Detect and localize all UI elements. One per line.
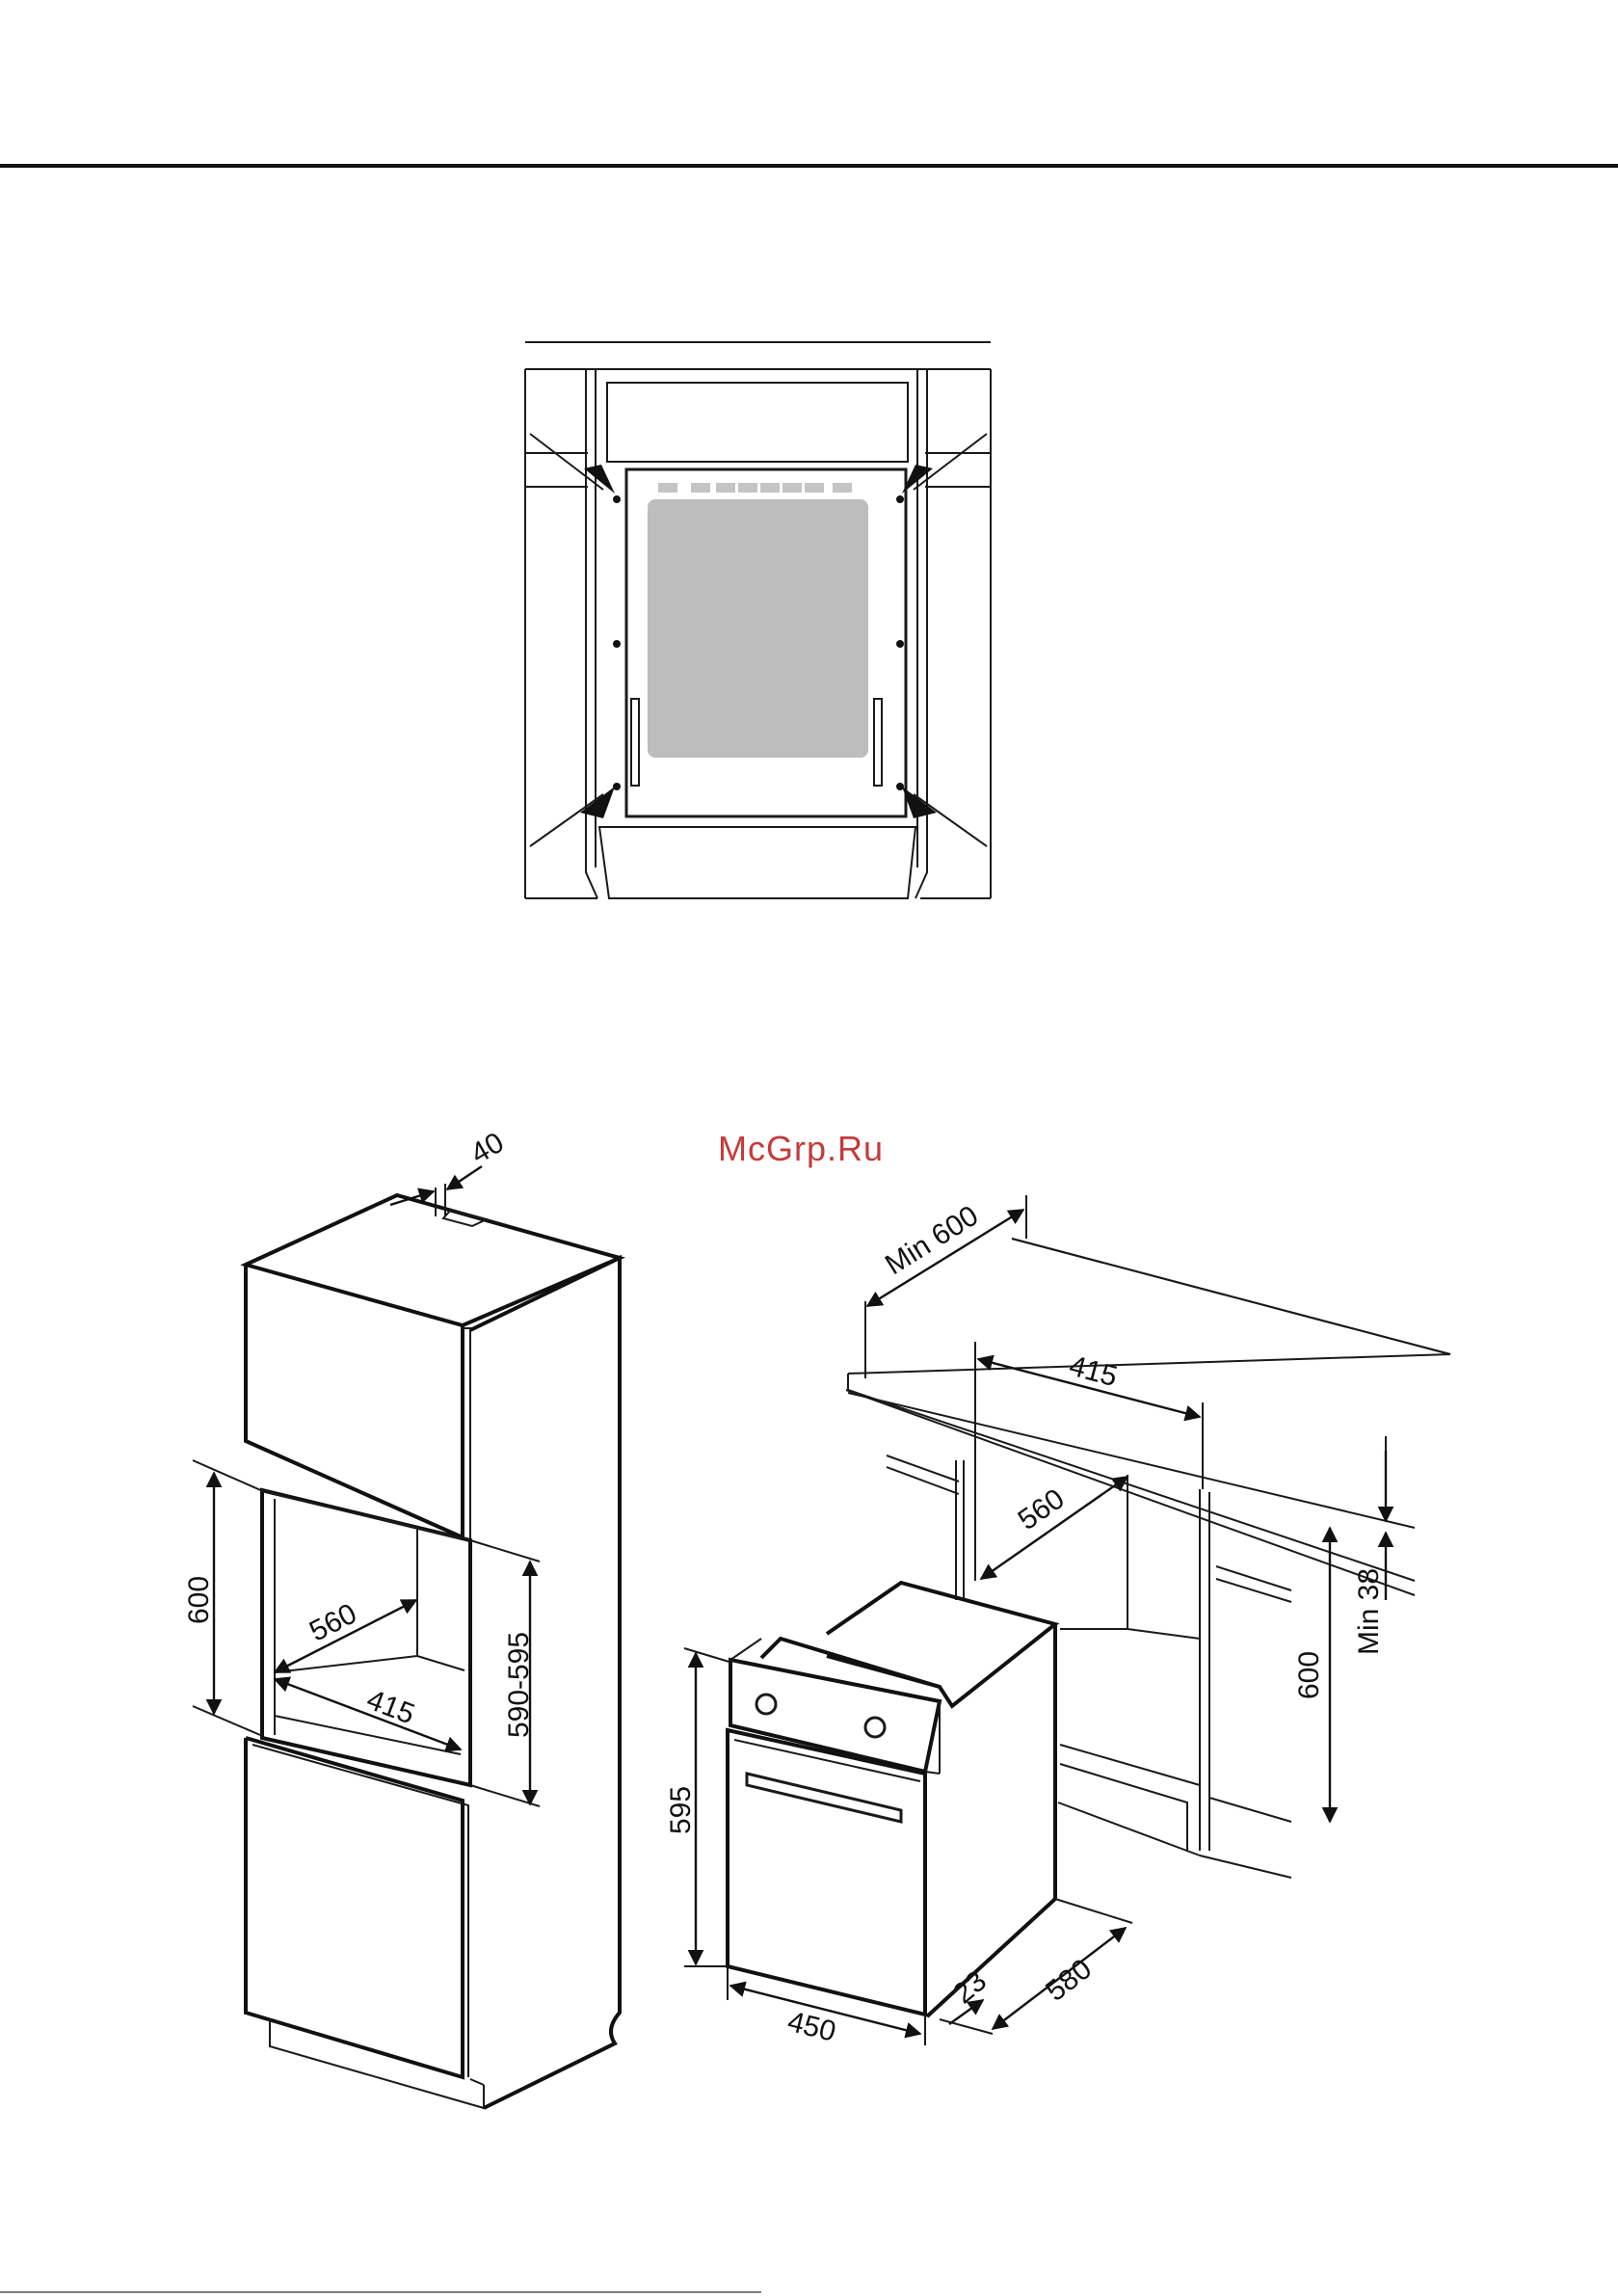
dim-415-niche-label: 415 <box>1066 1349 1121 1393</box>
dim-560-label: 560 <box>305 1597 362 1647</box>
control-slots <box>658 483 852 493</box>
oven-window <box>648 499 868 758</box>
dim-580-label: 580 <box>1040 1953 1098 2008</box>
dim-595-label: 595 <box>665 1786 697 1834</box>
knob-left-icon <box>756 1695 776 1714</box>
oven-unit-diagram: 595 450 23 580 <box>665 1583 1132 2048</box>
dim-600-niche-label: 600 <box>1293 1651 1325 1699</box>
dim-590-595-label: 590-595 <box>503 1632 535 1738</box>
door-handle <box>747 1774 901 1822</box>
tall-cabinet-diagram: 600 560 415 590-595 40 <box>183 1127 620 2108</box>
dim-min-38-label: Min 38 <box>1353 1568 1385 1655</box>
dim-600-label: 600 <box>183 1576 215 1624</box>
dim-560-niche-label: 560 <box>1013 1482 1071 1536</box>
dim-40-label: 40 <box>465 1127 509 1170</box>
dim-415-label: 415 <box>362 1684 419 1731</box>
dim-min-600-label: Min 600 <box>880 1200 984 1282</box>
watermark: McGrp.Ru <box>718 1129 884 1168</box>
knob-right-icon <box>865 1718 885 1737</box>
under-counter-diagram: Min 600 415 560 Min 38 600 <box>846 1195 1450 1878</box>
front-view-diagram <box>525 342 991 898</box>
dim-23-label: 23 <box>947 1965 993 2011</box>
